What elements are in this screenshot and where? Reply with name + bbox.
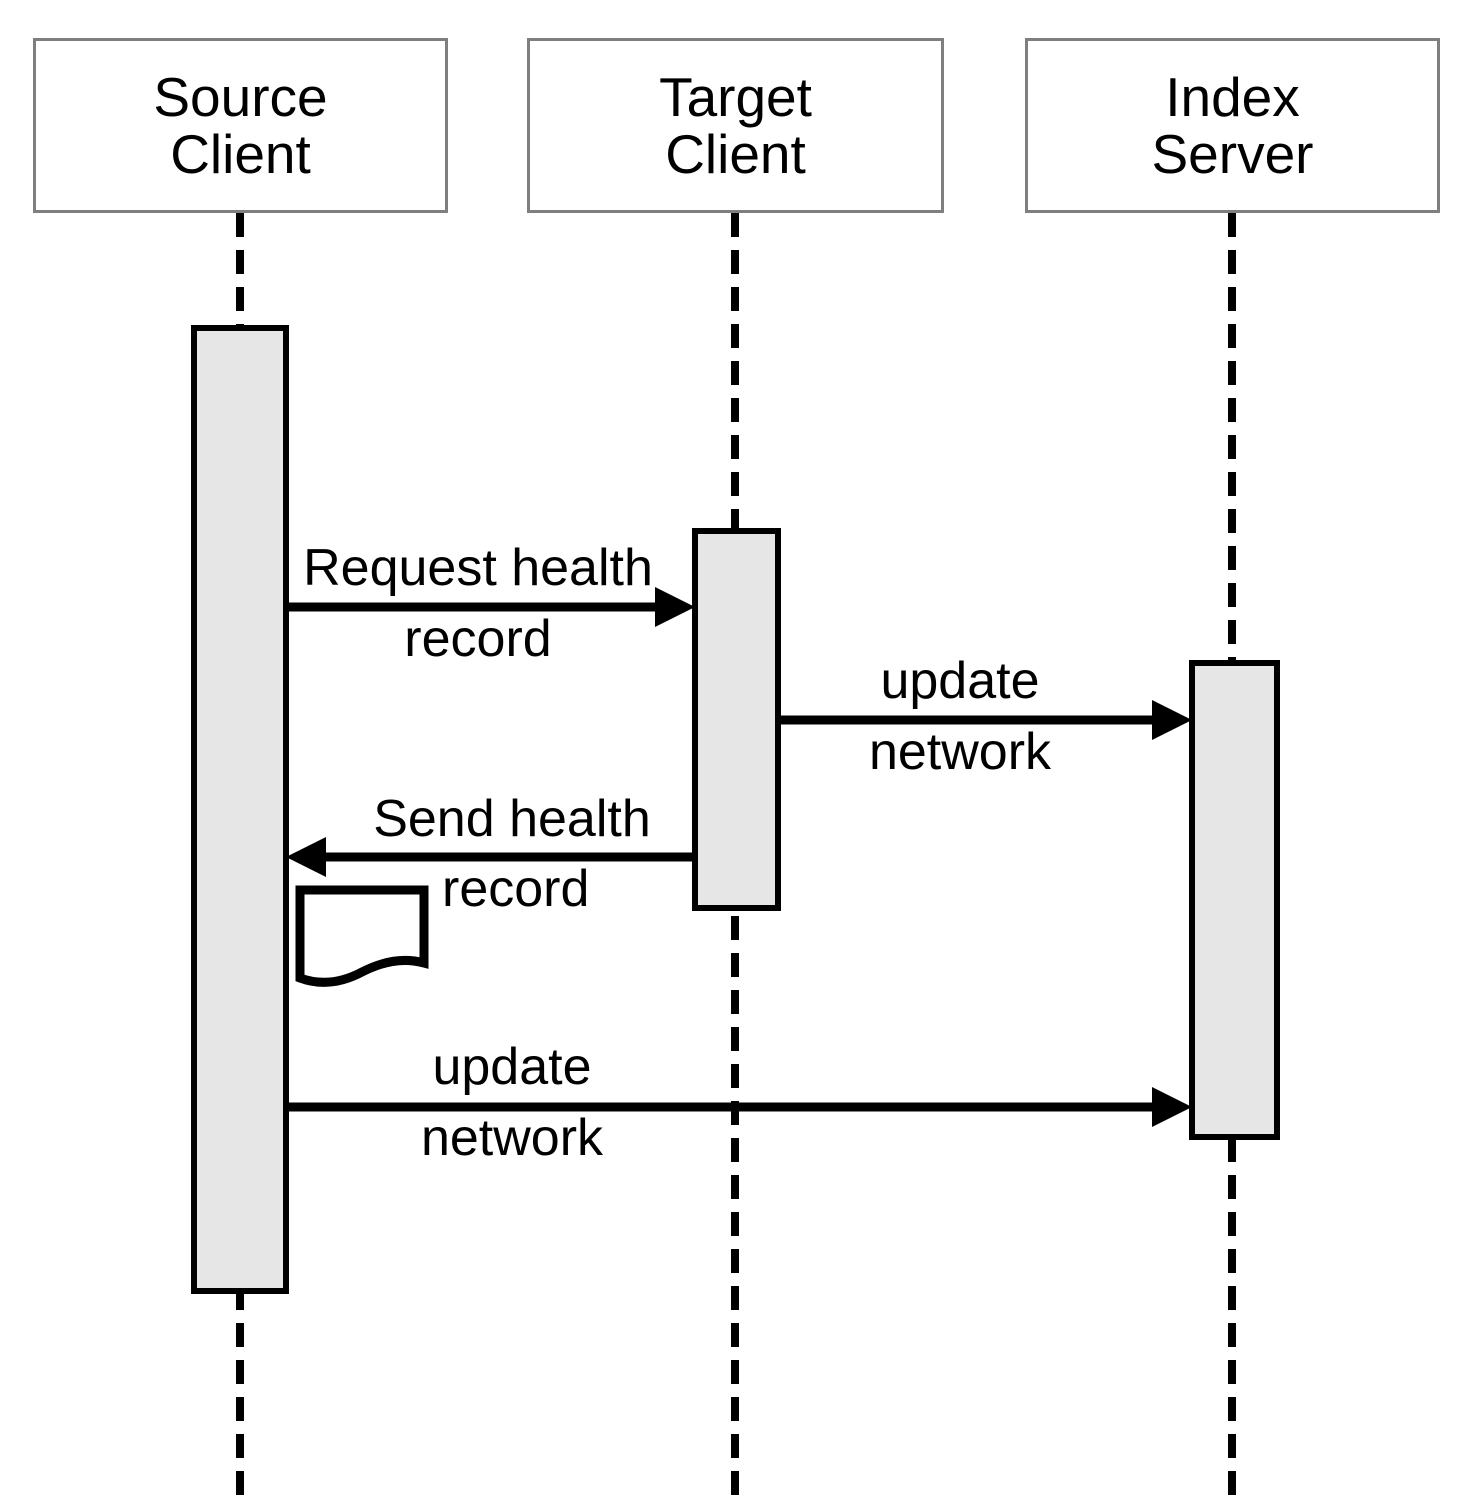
participant-name-line2: Server [1151,122,1314,185]
message-label-line2: network [420,1109,604,1167]
activation-bar-index-server [1189,660,1280,1140]
participant-header-index-server[interactable]: Index Server [1025,38,1440,213]
message-label-line2: record [442,860,590,918]
arrow-send-health-record [286,837,695,877]
participant-name-line2: Client [665,122,806,185]
participant-name-line1: Source [153,66,328,129]
message-label-line2: network [868,723,1052,781]
participant-name-line1: Target [659,66,812,129]
participant-header-target-client[interactable]: Target Client [527,38,944,213]
activation-bar-source-client [191,325,289,1294]
participant-header-source-client[interactable]: Source Client [33,38,448,213]
message-label-update-network-target-index-2: network [760,726,1160,778]
arrow-update-network-target-index [778,700,1192,740]
activation-bar-target-client [692,528,781,911]
message-label-send-health-record: Send health [312,793,712,845]
health-record-document-icon [295,885,429,987]
arrow-update-network-source-index [286,1087,1192,1127]
message-label-update-network-target-index: update [760,655,1160,707]
message-label-line1: update [880,652,1040,710]
message-arrow-group [286,587,1192,1127]
participant-name-line2: Client [170,122,311,185]
message-label-request-health-record-2: record [278,613,678,665]
message-label-request-health-record: Request health [278,542,678,594]
participant-name-line1: Index [1165,66,1300,129]
activation-bar-group [191,325,1280,1294]
arrow-request-health-record [286,587,695,627]
message-label-update-network-source-index: update [312,1041,712,1093]
message-label-send-health-record-2: record [442,863,742,915]
message-label-line2: record [404,610,552,668]
message-label-line1: Send health [373,790,651,848]
message-label-line1: Request health [303,539,653,597]
message-label-update-network-source-index-2: network [312,1112,712,1164]
message-label-line1: update [432,1038,592,1096]
